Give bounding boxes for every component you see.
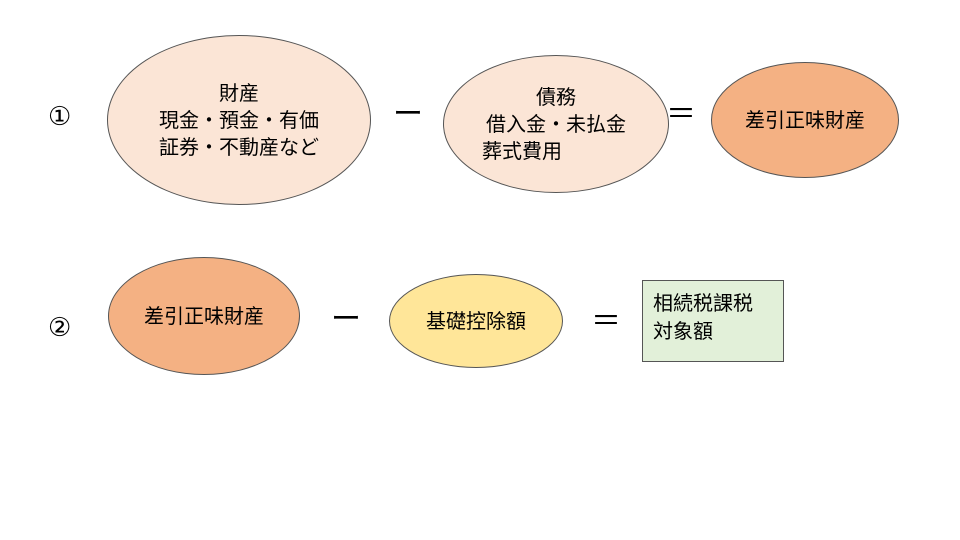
minus-operator-1: ー xyxy=(393,97,423,132)
basic-deduction-label: 基礎控除額 xyxy=(426,308,526,333)
liabilities-line-3: 葬式費用 xyxy=(482,138,562,163)
net-assets-label: 差引正味財産 xyxy=(144,303,264,328)
liabilities-line-2: 借入金・未払金 xyxy=(486,111,626,136)
taxable-amount-box: 相続税課税 対象額 xyxy=(642,280,784,362)
assets-title: 財産 xyxy=(219,80,259,105)
minus-operator-2: ー xyxy=(331,302,361,337)
basic-deduction-ellipse: 基礎控除額 xyxy=(389,274,563,368)
assets-line-2: 現金・預金・有価 xyxy=(159,107,319,132)
net-assets-result-ellipse: 差引正味財産 xyxy=(711,62,899,178)
net-assets-ellipse: 差引正味財産 xyxy=(108,257,300,375)
liabilities-title: 債務 xyxy=(536,84,576,109)
net-assets-result-label: 差引正味財産 xyxy=(745,107,865,132)
row-number-1: ① xyxy=(48,102,72,132)
taxable-amount-line-1: 相続税課税 xyxy=(653,291,753,315)
assets-line-3: 証券・不動産など xyxy=(159,134,319,159)
liabilities-ellipse: 債務 借入金・未払金 葬式費用 xyxy=(443,55,669,193)
equals-operator-2: ＝ xyxy=(591,304,621,339)
assets-ellipse: 財産 現金・預金・有価 証券・不動産など xyxy=(107,35,371,205)
equals-operator-1: ＝ xyxy=(666,97,696,132)
row-number-2: ② xyxy=(48,313,72,343)
taxable-amount-line-2: 対象額 xyxy=(653,319,713,343)
